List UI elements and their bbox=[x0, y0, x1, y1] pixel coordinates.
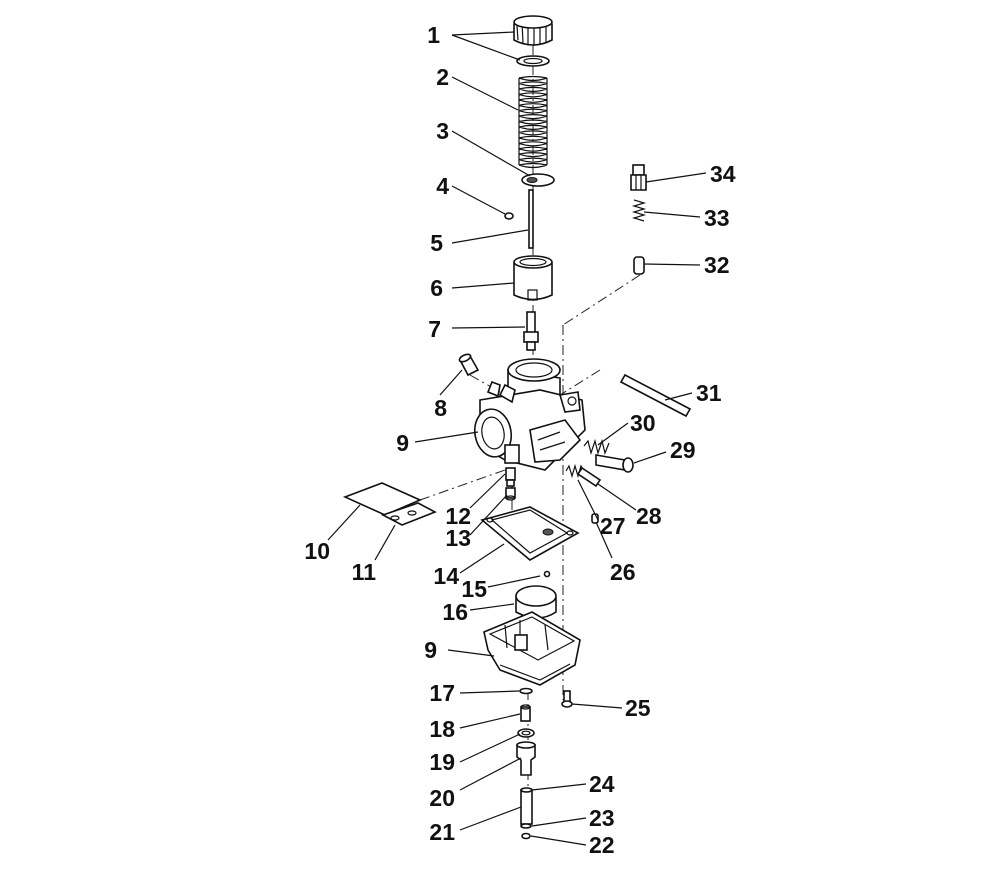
callout-34: 34 bbox=[710, 161, 736, 187]
part-25-screw bbox=[561, 690, 573, 708]
callout-25: 25 bbox=[625, 695, 651, 721]
callout-17: 17 bbox=[429, 680, 455, 706]
callout-13: 13 bbox=[445, 525, 471, 551]
callout-5: 5 bbox=[430, 230, 443, 256]
callout-26: 26 bbox=[610, 559, 636, 585]
callout-12: 12 bbox=[445, 503, 471, 529]
callout-20: 20 bbox=[429, 785, 455, 811]
callout-labels: 1 2 3 4 5 6 7 8 9 10 11 12 13 14 15 16 9… bbox=[304, 22, 735, 858]
callout-32: 32 bbox=[704, 252, 730, 278]
callout-1: 1 bbox=[427, 22, 440, 48]
part-27-spring bbox=[565, 463, 585, 479]
callout-30: 30 bbox=[630, 410, 656, 436]
callout-2: 2 bbox=[436, 64, 449, 90]
part-3-needle-plate bbox=[521, 173, 555, 187]
part-2-spring bbox=[518, 75, 548, 169]
callout-9-bowl: 9 bbox=[424, 637, 437, 663]
part-33-choke-spring bbox=[631, 199, 647, 222]
part-23-washer bbox=[520, 823, 532, 829]
part-4-clip bbox=[504, 212, 514, 220]
part-16-float bbox=[515, 585, 557, 619]
part-20-jet-holder bbox=[516, 741, 536, 776]
part-17-o-ring bbox=[519, 687, 533, 695]
callout-9-body: 9 bbox=[396, 430, 409, 456]
part-6-throttle-slide bbox=[513, 255, 553, 301]
callout-15: 15 bbox=[461, 576, 487, 602]
part-28-pilot-screw bbox=[576, 466, 602, 488]
callout-31: 31 bbox=[696, 380, 722, 406]
part-9-carburetor-body bbox=[473, 358, 586, 471]
callout-29: 29 bbox=[670, 437, 696, 463]
callout-27: 27 bbox=[600, 513, 626, 539]
callout-21: 21 bbox=[429, 819, 455, 845]
callout-11: 11 bbox=[352, 559, 377, 585]
callout-23: 23 bbox=[589, 805, 615, 831]
callout-14: 14 bbox=[433, 563, 459, 589]
callout-7: 7 bbox=[428, 316, 441, 342]
part-19-washer bbox=[517, 728, 535, 738]
part-11-gasket bbox=[380, 502, 437, 526]
part-9-float-bowl bbox=[483, 611, 581, 686]
callout-19: 19 bbox=[429, 749, 455, 775]
part-34-choke-nut bbox=[630, 164, 647, 191]
part-7-needle-jet bbox=[523, 311, 539, 351]
part-13-main-jet bbox=[505, 487, 516, 501]
part-31-rod bbox=[619, 373, 692, 418]
callout-16: 16 bbox=[442, 599, 468, 625]
callout-4: 4 bbox=[436, 173, 449, 199]
part-12-pilot-jet bbox=[505, 467, 516, 487]
part-22-plug bbox=[521, 832, 531, 840]
callout-22: 22 bbox=[589, 832, 615, 858]
callout-33: 33 bbox=[704, 205, 730, 231]
part-21-tube bbox=[520, 787, 533, 825]
part-10-gasket bbox=[342, 482, 422, 516]
part-5-jet-needle bbox=[528, 189, 534, 249]
part-32-choke-plunger bbox=[633, 256, 645, 275]
part-14-bowl-gasket bbox=[480, 506, 580, 561]
callout-28: 28 bbox=[636, 503, 662, 529]
part-30-spring bbox=[583, 438, 610, 456]
callout-8: 8 bbox=[434, 395, 447, 421]
callout-3: 3 bbox=[436, 118, 449, 144]
part-18-jet bbox=[520, 704, 531, 722]
callout-24: 24 bbox=[589, 771, 615, 797]
callout-6: 6 bbox=[430, 275, 443, 301]
part-15-float-pin bbox=[543, 570, 551, 578]
part-8-plug bbox=[458, 353, 480, 377]
leader-lines bbox=[327, 31, 707, 846]
callout-10: 10 bbox=[304, 538, 330, 564]
callout-18: 18 bbox=[429, 716, 455, 742]
part-1-cap bbox=[513, 15, 553, 67]
part-29-throttle-screw bbox=[595, 454, 634, 473]
